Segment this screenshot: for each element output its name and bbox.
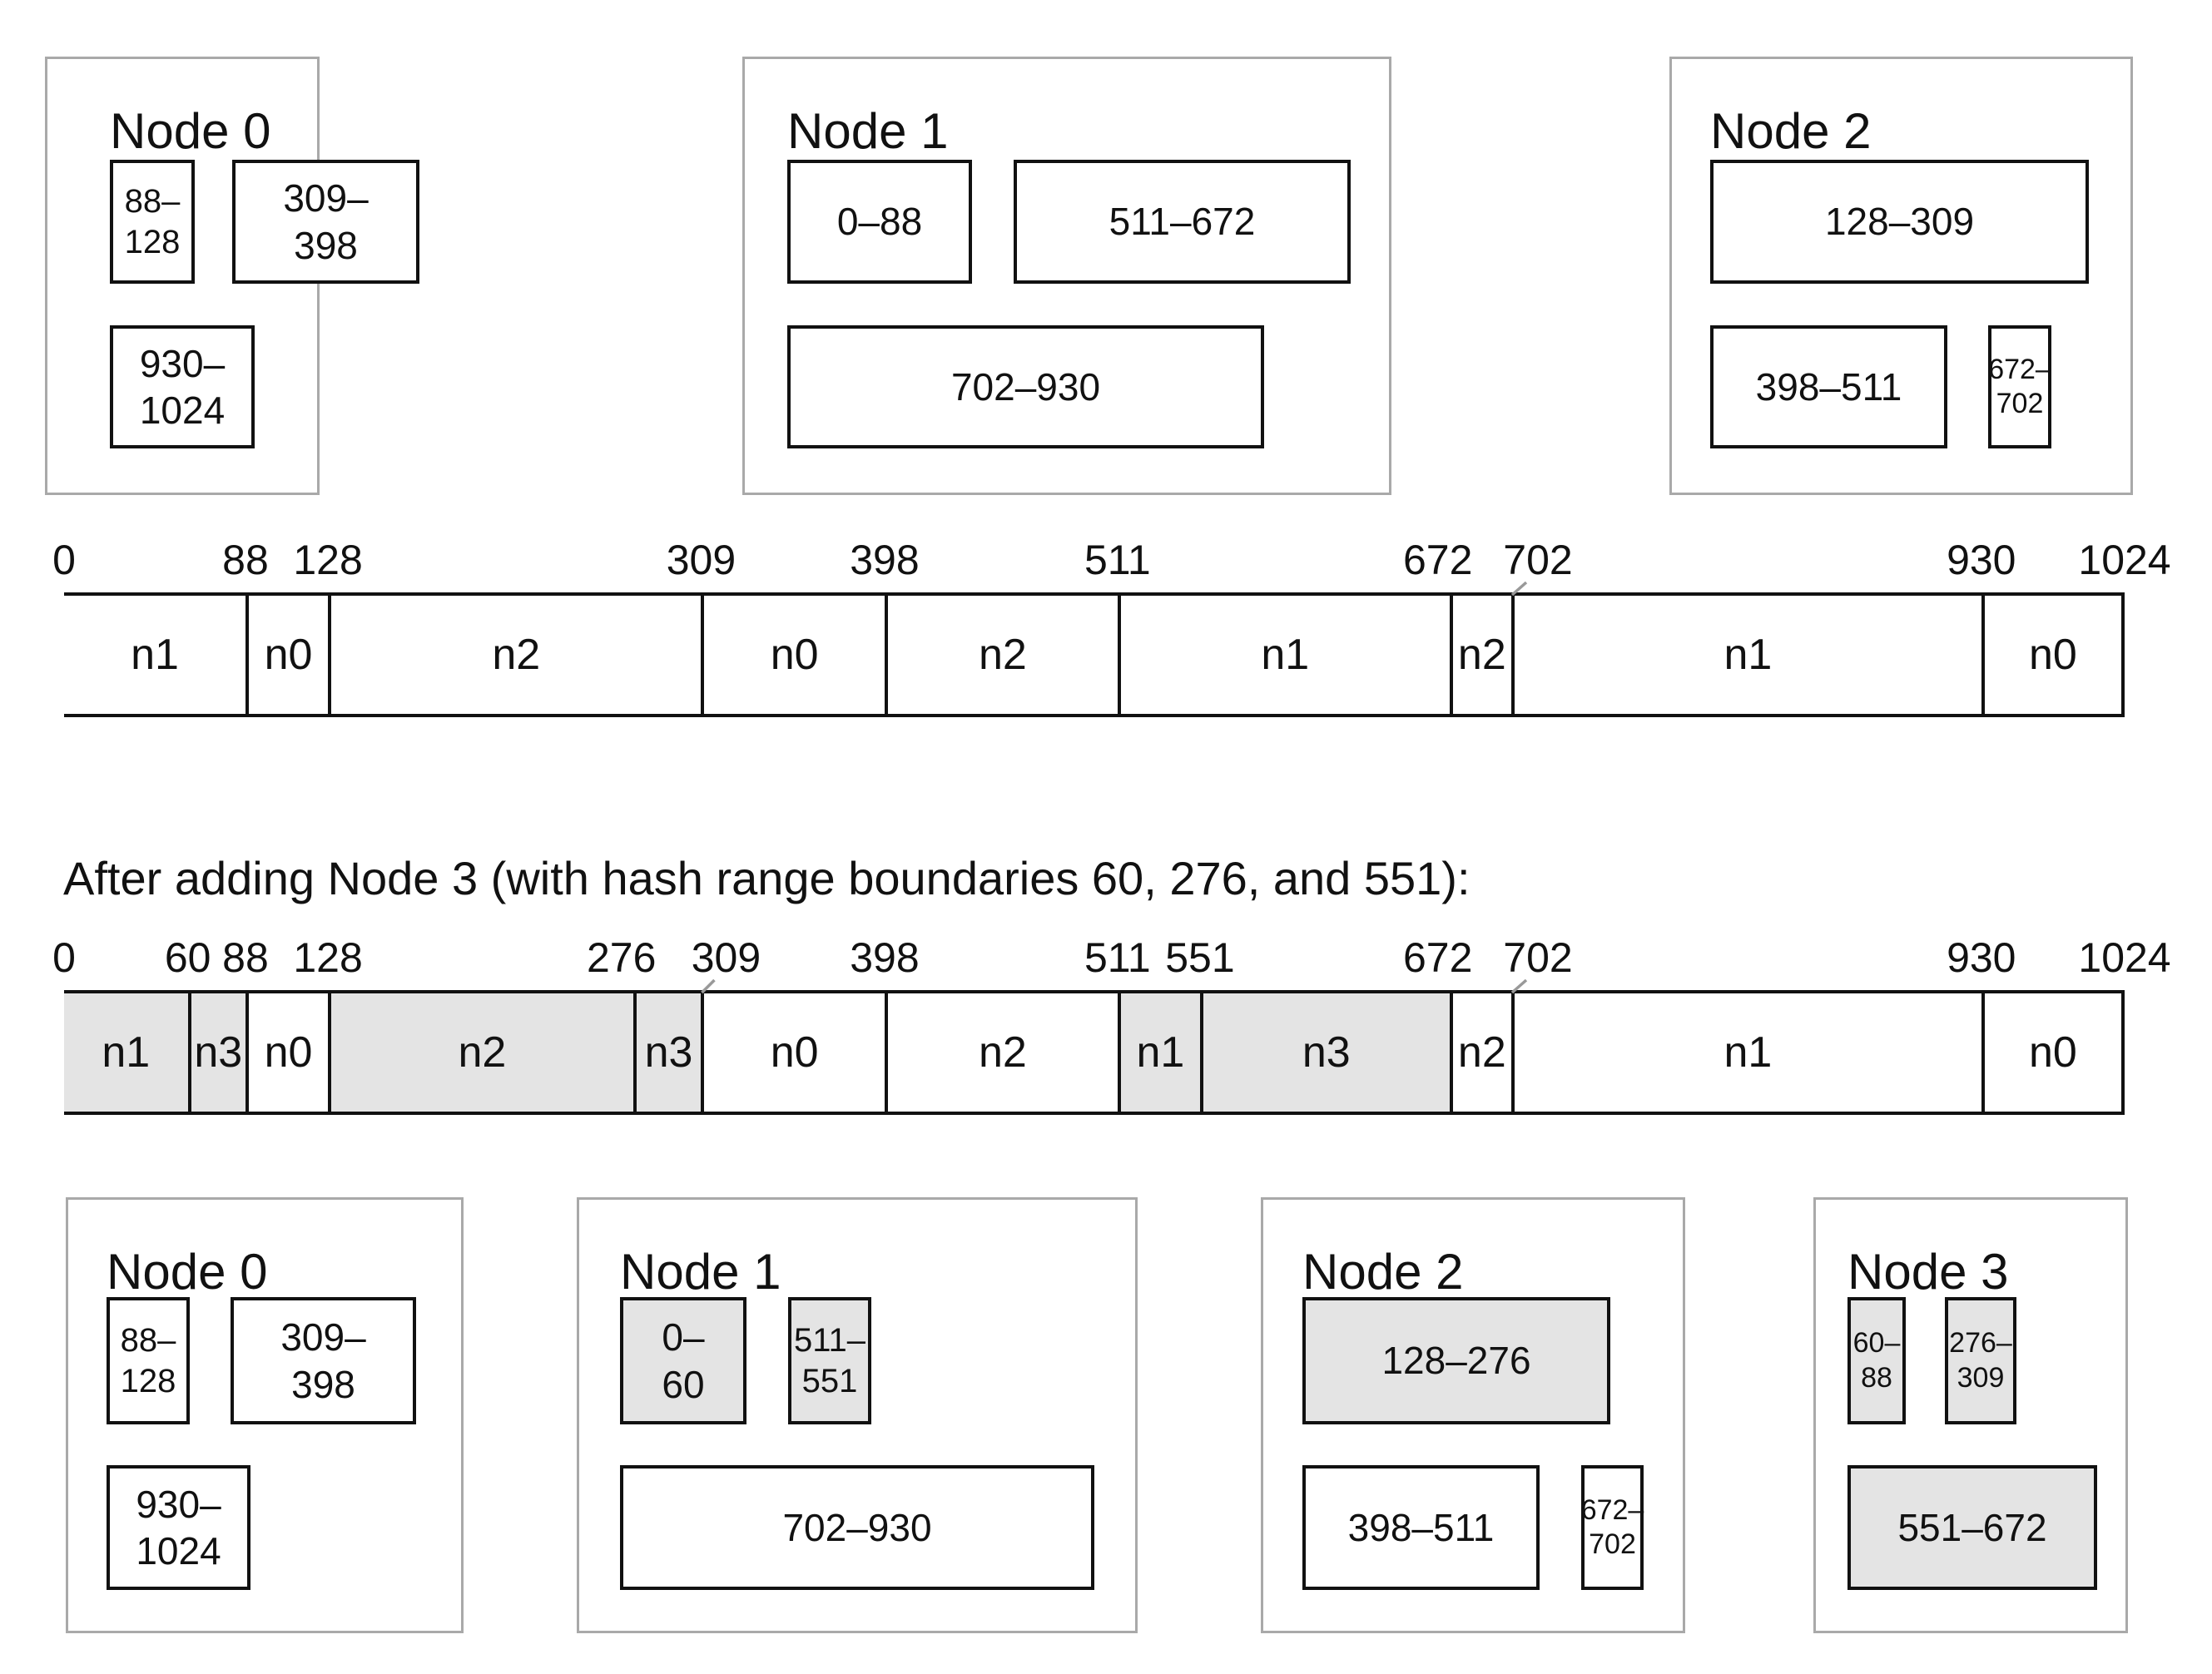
bar-segment: n0 <box>701 596 885 714</box>
bar-segment: n2 <box>1449 993 1511 1112</box>
partition-box: 672– 702 <box>1988 325 2051 448</box>
bar-segment: n0 <box>245 596 329 714</box>
bar-segment: n2 <box>328 596 702 714</box>
tick-label: 309 <box>666 537 737 583</box>
partition-box: 88– 128 <box>107 1297 190 1424</box>
bar-segment: n1 <box>1510 596 1981 714</box>
node-title: Node 0 <box>110 103 271 159</box>
tick-label: 702 <box>1503 537 1573 583</box>
tick-label: 511 <box>1084 934 1151 981</box>
tick-label: 0 <box>52 934 76 981</box>
bar-segment: n0 <box>245 993 329 1112</box>
partition-box: 309– 398 <box>231 1297 416 1424</box>
tick-label: 276 <box>586 934 657 981</box>
partition-box: 88– 128 <box>110 160 195 284</box>
node-title: Node 2 <box>1710 103 1872 159</box>
partition-box: 309– 398 <box>232 160 419 284</box>
tick-label: 672 <box>1402 934 1473 981</box>
partition-box: 0–88 <box>787 160 972 284</box>
bar-segment: n0 <box>1981 596 2121 714</box>
tick-label: 128 <box>293 537 363 583</box>
partition-box: 398–511 <box>1302 1465 1540 1590</box>
partition-box: 276– 309 <box>1945 1297 2016 1424</box>
tick-label: 1024 <box>2078 934 2171 981</box>
node-title: Node 1 <box>787 103 949 159</box>
partition-box: 930– 1024 <box>107 1465 250 1590</box>
bar-segment: n0 <box>701 993 885 1112</box>
bar-segment: n1 <box>64 596 246 714</box>
bar-segment: n1 <box>1510 993 1981 1112</box>
bar-segment: n0 <box>1981 993 2121 1112</box>
tick-label: 702 <box>1503 934 1573 981</box>
tick-label: 88 <box>222 934 269 981</box>
node-title: Node 0 <box>107 1244 268 1300</box>
bar-segment: n3 <box>187 993 246 1112</box>
tick-label: 60 <box>164 934 211 981</box>
bar-segment: n3 <box>632 993 702 1112</box>
tick-label: 511 <box>1084 537 1151 583</box>
partition-box: 672– 702 <box>1581 1465 1644 1590</box>
tick-label: 930 <box>1947 537 2016 583</box>
tick-label: 398 <box>850 934 920 981</box>
bar-segment: n2 <box>328 993 633 1112</box>
bar-segment: n1 <box>1117 993 1200 1112</box>
tick-label: 0 <box>52 537 76 583</box>
tick-label: 930 <box>1947 934 2016 981</box>
bar-segment: n3 <box>1199 993 1450 1112</box>
bar-segment: n1 <box>64 993 188 1112</box>
partition-box: 702–930 <box>620 1465 1094 1590</box>
partition-box: 128–276 <box>1302 1297 1610 1424</box>
tick-label: 551 <box>1165 934 1235 981</box>
partition-box: 128–309 <box>1710 160 2089 284</box>
tick-label: 128 <box>293 934 363 981</box>
node-title: Node 2 <box>1302 1244 1464 1300</box>
tick-label: 672 <box>1402 537 1473 583</box>
after-adding-heading: After adding Node 3 (with hash range bou… <box>63 852 1471 904</box>
tick-label: 398 <box>850 537 920 583</box>
partition-box: 0– 60 <box>620 1297 746 1424</box>
partition-box: 398–511 <box>1710 325 1947 448</box>
tick-label: 309 <box>691 934 761 981</box>
partition-box: 930– 1024 <box>110 325 255 448</box>
tick-label: 1024 <box>2078 537 2171 583</box>
bar-segment: n2 <box>884 596 1118 714</box>
bar-segment: n2 <box>1449 596 1511 714</box>
node-title: Node 3 <box>1847 1244 2009 1300</box>
bar-segment: n1 <box>1117 596 1450 714</box>
partition-box: 551–672 <box>1847 1465 2097 1590</box>
partition-box: 511– 551 <box>788 1297 871 1424</box>
partition-box: 60– 88 <box>1847 1297 1906 1424</box>
partition-box: 702–930 <box>787 325 1264 448</box>
tick-label: 88 <box>222 537 269 583</box>
partition-box: 511–672 <box>1014 160 1351 284</box>
node-title: Node 1 <box>620 1244 781 1300</box>
bar-segment: n2 <box>884 993 1118 1112</box>
